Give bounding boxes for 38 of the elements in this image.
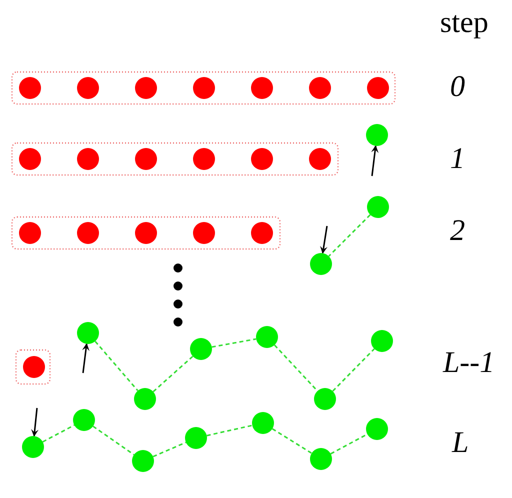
dot [367,196,389,218]
column-heading: step [440,6,488,40]
dot [310,448,332,470]
arrow [371,145,379,176]
arrow [320,226,328,254]
dot [77,322,99,344]
dashed-link-line [330,434,368,454]
dot [314,388,336,410]
dashed-link-line [152,442,186,458]
dashed-link-line [328,214,371,257]
dot [371,330,393,352]
arrow [82,343,90,374]
dot [310,253,332,275]
step-number: 0 [450,70,465,104]
dot [366,124,388,146]
dot [190,338,212,360]
dot [366,418,388,440]
dashed-link-line [42,424,75,443]
step-number: 1 [450,142,465,176]
dot [22,436,44,458]
dashed-link-line [152,356,194,392]
dot [252,412,274,434]
step-number: L--1 [443,346,495,380]
step-number: L [452,426,469,460]
dashed-link-line [92,426,134,456]
arrow [31,408,39,437]
dashed-link-line [272,428,312,454]
dot [256,326,278,348]
dashed-link-line [206,424,252,436]
step-number: 2 [450,214,465,248]
dot [185,427,207,449]
dot [134,388,156,410]
dot [73,409,95,431]
dot [132,450,154,472]
dashed-link-line [332,348,375,392]
dashed-link-line [94,340,138,392]
dashed-link-line [274,344,318,392]
dashed-link-line [212,338,256,348]
